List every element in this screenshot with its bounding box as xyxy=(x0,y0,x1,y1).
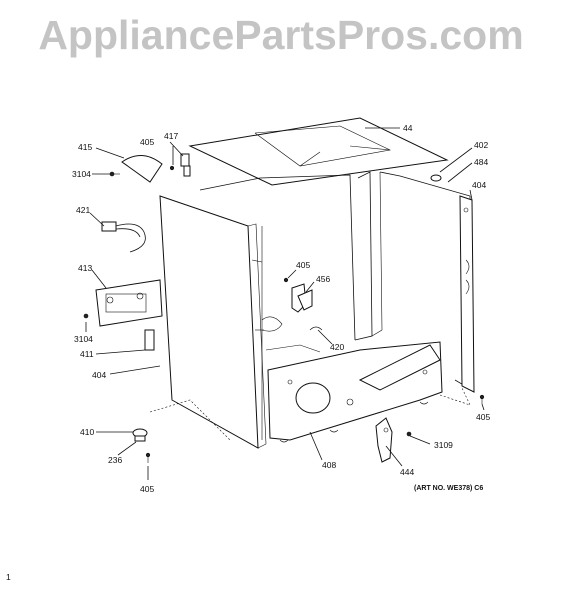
label-420: 420 xyxy=(330,342,344,352)
watermark-logo: AppliancePartsPros.com xyxy=(38,12,524,58)
label-402: 402 xyxy=(474,140,488,150)
label-405-top: 405 xyxy=(140,137,154,147)
switch-411-part xyxy=(144,329,155,351)
label-405-right: 405 xyxy=(476,412,490,422)
label-410: 410 xyxy=(80,427,94,437)
label-421: 421 xyxy=(76,205,90,215)
label-3109: 3109 xyxy=(434,440,453,450)
leader-lines xyxy=(85,127,485,480)
screw-405-c xyxy=(145,452,151,463)
label-484: 484 xyxy=(474,157,488,167)
floor-outline-right xyxy=(439,387,471,406)
label-444: 444 xyxy=(400,467,414,477)
terminal-block-413-part xyxy=(95,279,163,327)
label-411: 411 xyxy=(80,349,94,359)
floor-outline xyxy=(149,399,231,441)
label-236: 236 xyxy=(108,455,122,465)
screw-3109-part xyxy=(406,431,412,437)
front-bulkhead-part xyxy=(267,341,443,443)
foot-402-part xyxy=(430,174,442,182)
screw-405-a xyxy=(169,165,175,171)
label-417: 417 xyxy=(164,131,178,141)
screw-405-d xyxy=(479,394,485,404)
label-413: 413 xyxy=(78,263,92,273)
bracket-444-part xyxy=(375,417,393,463)
art-number: (ART NO. WE378) C6 xyxy=(414,485,483,492)
label-3104-mid: 3104 xyxy=(74,334,93,344)
bracket-417-part xyxy=(180,153,191,177)
glide-410-part xyxy=(132,428,148,442)
power-cord-421-part xyxy=(101,221,146,253)
screw-420-part xyxy=(309,326,323,331)
top-panel-part xyxy=(188,117,449,186)
label-405-mid: 405 xyxy=(296,260,310,270)
cover-415-part xyxy=(121,155,163,183)
bracket-456-part xyxy=(291,283,313,313)
corner-mark: 1 xyxy=(6,572,11,582)
screw-3104-a xyxy=(109,171,120,177)
label-456: 456 xyxy=(316,274,330,284)
right-side-panel-part xyxy=(459,195,475,393)
label-405-bottom: 405 xyxy=(140,484,154,494)
label-3104-top: 3104 xyxy=(72,169,91,179)
screw-3104-b xyxy=(83,313,89,319)
label-415: 415 xyxy=(78,142,92,152)
screw-405-b xyxy=(283,277,289,283)
label-404-left: 404 xyxy=(92,370,106,380)
left-side-panel-part xyxy=(159,195,267,449)
label-404-right: 404 xyxy=(472,180,486,190)
label-408: 408 xyxy=(322,460,336,470)
label-44: 44 xyxy=(403,123,413,133)
